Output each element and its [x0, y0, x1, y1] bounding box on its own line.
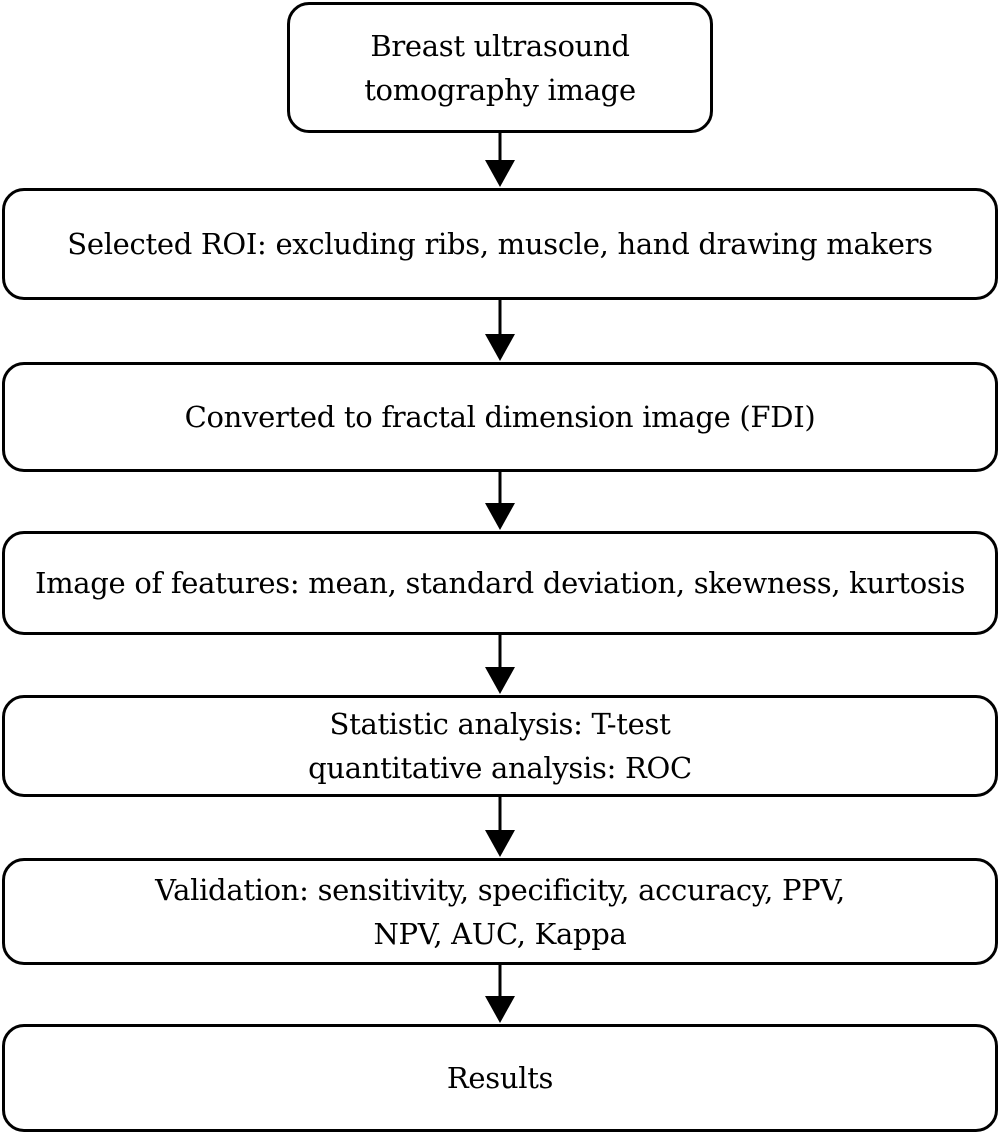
arrow-head	[485, 160, 515, 187]
arrow-head	[485, 334, 515, 361]
node-results: Results	[2, 1024, 998, 1132]
arrow-connector	[485, 797, 515, 857]
arrow-connector	[485, 300, 515, 361]
arrow-connector	[485, 635, 515, 694]
node-text-line: Results	[446, 1061, 554, 1095]
arrow-connector	[485, 472, 515, 530]
node-text-line: quantitative analysis: ROC	[308, 751, 692, 785]
node-validation: Validation: sensitivity, specificity, ac…	[2, 858, 998, 965]
node-text-line: Breast ultrasound	[370, 28, 630, 63]
node-text-line: Selected ROI: excluding ribs, muscle, ha…	[67, 227, 933, 261]
node-text-line: NPV, AUC, Kappa	[373, 916, 627, 951]
node-text-line: Statistic analysis: T-test	[329, 707, 671, 741]
node-image-features: Image of features: mean, standard deviat…	[2, 531, 998, 635]
node-breast-ultrasound-image: Breast ultrasound tomography image	[287, 2, 713, 133]
node-text-line: Validation: sensitivity, specificity, ac…	[155, 872, 845, 907]
node-text-line: Image of features: mean, standard deviat…	[34, 566, 966, 600]
arrow-head	[485, 996, 515, 1023]
arrow-connector	[485, 133, 515, 187]
node-text-line: Converted to fractal dimension image (FD…	[184, 400, 816, 434]
node-text-line: tomography image	[364, 72, 636, 107]
arrow-head	[485, 667, 515, 694]
arrow-connector	[485, 965, 515, 1023]
arrow-head	[485, 830, 515, 857]
node-selected-roi: Selected ROI: excluding ribs, muscle, ha…	[2, 188, 998, 300]
arrow-head	[485, 503, 515, 530]
node-statistical-analysis: Statistic analysis: T-test quantitative …	[2, 695, 998, 797]
node-fractal-dimension-conversion: Converted to fractal dimension image (FD…	[2, 362, 998, 472]
